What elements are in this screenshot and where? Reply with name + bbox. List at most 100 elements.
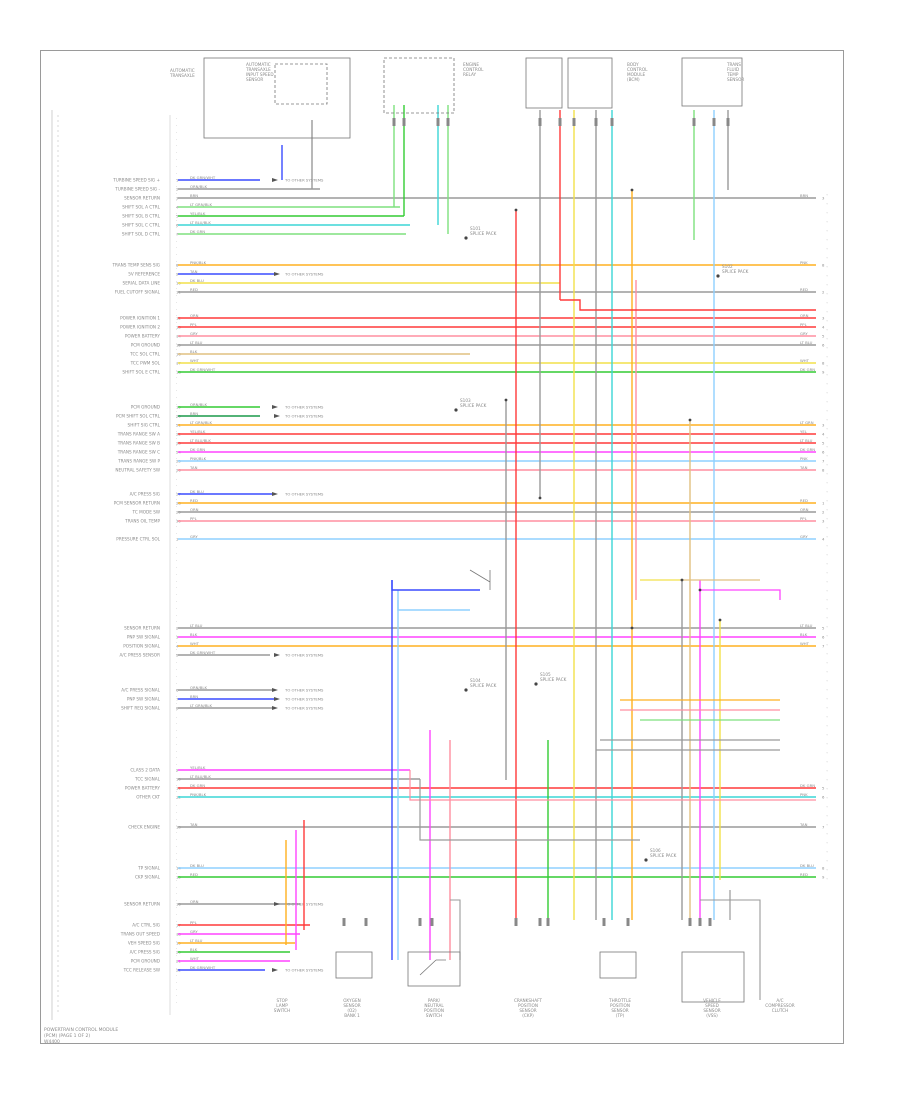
wire-color-label-right: WHT xyxy=(800,358,810,363)
wire-color-label-right: BRN xyxy=(800,193,808,198)
pin-label: TCC RELEASE SW xyxy=(123,968,160,973)
bottom-component-label: POSITION xyxy=(610,1003,630,1008)
bottom-component-label: SENSOR xyxy=(519,1008,536,1013)
wire-color-label: GRY xyxy=(190,534,198,539)
splice-label: S106 xyxy=(650,848,661,853)
pin-label: PNP SW SIGNAL xyxy=(127,635,161,640)
top-component-label: (BCM) xyxy=(627,77,640,82)
pin-dot: · xyxy=(176,796,177,801)
pin-dot: · xyxy=(176,429,177,434)
pin-dot: · xyxy=(176,782,177,787)
connector-pin-number: 8 xyxy=(822,468,825,473)
wire-color-label: LT BLU xyxy=(190,623,203,628)
connector-pin-number: 8 xyxy=(822,361,825,366)
pin-dot: · xyxy=(176,517,177,522)
pin-label: OTHER CKT xyxy=(136,795,160,800)
connector-pin-stub xyxy=(692,118,696,126)
pin-number: 5 xyxy=(176,653,179,658)
connector-pin-number: 5 xyxy=(822,626,825,631)
top-component-label: TRANSAXLE xyxy=(245,67,271,72)
reference-label: TO OTHER SYSTEMS xyxy=(284,414,324,419)
pin-label: SHIFT SOL D CTRL xyxy=(122,232,161,237)
pin-dot: · xyxy=(176,884,177,889)
wire-color-label: LT BLU xyxy=(190,340,203,345)
connector-pin-stub xyxy=(626,918,630,926)
pin-dot: · xyxy=(176,544,177,549)
wire-color-label: RED xyxy=(190,872,198,877)
wire-color-label: ORN/BLK xyxy=(190,685,207,690)
pin-dot: · xyxy=(176,313,177,318)
pin-label: A/C PRESS SIG xyxy=(130,950,160,955)
pin-dot: · xyxy=(176,803,177,808)
pin-dot: · xyxy=(176,306,177,311)
bottom-component-label: A/C xyxy=(776,998,783,1003)
pin-dot: · xyxy=(176,354,177,359)
pin-number: 1 xyxy=(176,537,179,542)
pin-dot: · xyxy=(176,626,177,631)
pin-dot: · xyxy=(176,483,177,488)
component-bottom-box-1 xyxy=(335,951,373,979)
connector-pin-stub xyxy=(712,118,716,126)
pin-dot: · xyxy=(176,857,177,862)
junction-dot xyxy=(504,398,508,402)
pin-number: 3 xyxy=(176,196,179,201)
pin-label: PCM SENSOR RETURN xyxy=(114,501,160,506)
connector-pin-number: 4 xyxy=(822,325,825,330)
pin-dot: · xyxy=(176,714,177,719)
bottom-component-label: THROTTLE xyxy=(608,998,631,1003)
wire-color-label-right: LT BLU xyxy=(800,623,813,628)
pin-label: TRANS OIL TEMP xyxy=(124,519,160,524)
pin-dot: · xyxy=(176,810,177,815)
wire-color-label: WHT xyxy=(190,956,200,961)
connector-pin-stub xyxy=(726,118,730,126)
connector-end-marker: ◦ xyxy=(826,201,828,206)
wire-arrow xyxy=(272,968,278,972)
pcm-label: TRANSAXLE xyxy=(169,73,195,78)
wire-color-label: BLK xyxy=(190,349,198,354)
connector-end-marker: ◦ xyxy=(826,507,828,512)
connector-end-marker: ◦ xyxy=(826,696,828,701)
connector-end-marker: ◦ xyxy=(826,615,828,620)
bottom-component-label: SENSOR xyxy=(611,1008,628,1013)
wire-color-label: LT BLU/BLK xyxy=(190,774,211,779)
pin-label: A/C PRESS SENSOR xyxy=(119,653,160,658)
wire-color-label-right: PNK xyxy=(800,456,808,461)
pin-dot: · xyxy=(176,252,177,257)
bottom-component-label: (O2) xyxy=(347,1008,357,1013)
pin-dot: · xyxy=(176,368,177,373)
connector-end-marker: ◦ xyxy=(826,489,828,494)
connector-end-marker: ◦ xyxy=(826,597,828,602)
connector-pin-stub xyxy=(698,918,702,926)
wire-color-label: DK GRN/WHT xyxy=(190,965,216,970)
connector-pin-number: 3 xyxy=(822,423,825,428)
wire-arrow xyxy=(274,272,280,276)
junction-dot xyxy=(630,188,634,192)
junction-dot xyxy=(698,588,702,592)
component-engine-control-relay-box xyxy=(383,57,455,114)
top-component-label: RELAY xyxy=(463,72,477,77)
pin-dot: · xyxy=(176,436,177,441)
connector-end-marker: ◦ xyxy=(826,399,828,404)
pin-dot: · xyxy=(176,340,177,345)
bottom-component-label: BANK 1 xyxy=(344,1013,360,1018)
pin-label: A/C PRESS SIG xyxy=(130,492,160,497)
pin-dot: · xyxy=(176,742,177,747)
connector-pin-number: 6 xyxy=(822,795,825,800)
pin-number: 8 xyxy=(176,263,179,268)
junction-dot xyxy=(680,578,684,582)
wire-color-label: DK BLU xyxy=(190,489,204,494)
connector-end-marker: ◦ xyxy=(826,741,828,746)
wire-color-label: ORN/BLK xyxy=(190,184,207,189)
page-title: POWERTRAIN CONTROL MODULE (PCM) (PAGE 1 … xyxy=(44,1028,164,1046)
pin-dot: · xyxy=(176,612,177,617)
wire-arrow xyxy=(272,706,278,710)
pin-dot: · xyxy=(176,191,177,196)
bottom-component-label: (TP) xyxy=(616,1013,625,1018)
wire-color-label-right: PPL xyxy=(800,322,808,327)
wire-color-label-right: DK GRN xyxy=(800,447,815,452)
diagram-frame xyxy=(40,50,844,1044)
pin-dot: · xyxy=(176,143,177,148)
pin-dot: · xyxy=(176,701,177,706)
connector-end-marker: ◦ xyxy=(826,426,828,431)
connector-end-marker: ◦ xyxy=(826,282,828,287)
